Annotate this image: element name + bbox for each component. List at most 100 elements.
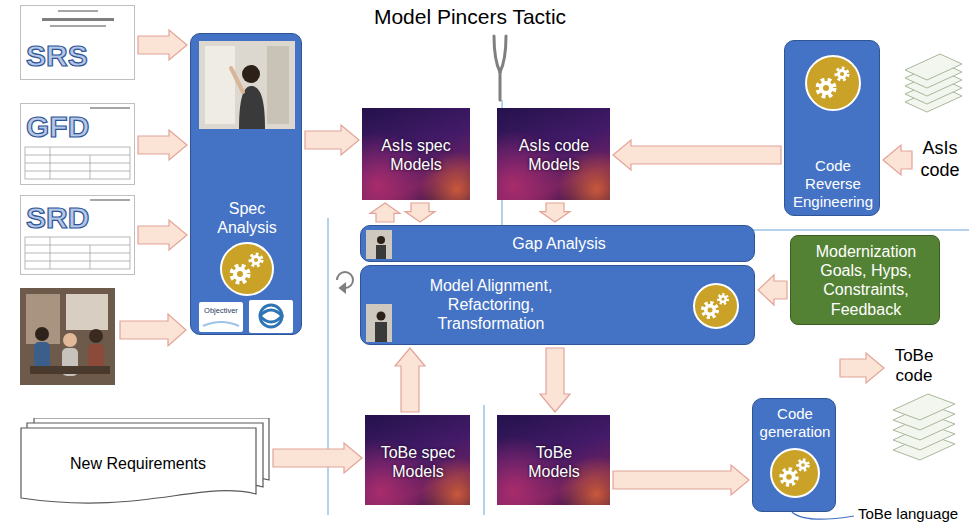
paper-sheet [893,394,955,420]
node-text: AsIs code Models [508,136,600,174]
paper-stack [893,394,955,460]
photo-window [66,294,108,330]
block-arrow [395,348,425,412]
gear-badge [806,56,860,110]
objectiver-swoosh [203,322,239,326]
node-text: SRD [26,200,126,236]
block-arrow [883,145,912,175]
paper-stack [905,54,962,112]
label-holder: AsIs code [914,138,966,181]
meeting-photo [20,288,115,385]
photo-person [376,245,386,259]
block-arrow [138,30,187,60]
gear-badge [694,284,738,328]
photo-arm [231,68,243,92]
code-label: ToBe code [886,346,942,387]
block-arrow [120,314,186,346]
photo-person [377,236,385,244]
node-text: Modernization Goals, Hyps, Constraints, … [796,242,936,319]
block-arrow [138,130,187,160]
gear-icon [703,303,717,317]
photo-ground [20,288,115,385]
node-text: Gap Analysis [409,234,709,253]
model-alignment-art [361,266,756,346]
pincer-arm [500,36,506,72]
block-arrow [138,220,187,250]
document-icon: GFD [20,103,135,185]
language-label: ToBe language [858,505,966,523]
gear-icon [818,80,834,96]
photo-ground [199,41,295,129]
node-text: Code generation [755,405,835,441]
block-arrow [840,353,884,383]
node-text: GFD [26,109,126,145]
page-border [21,6,135,80]
block-arrow [370,203,400,222]
process-box: Code Reverse Engineering [784,40,880,216]
objectiver-logo [199,302,243,332]
photo-person [242,65,260,83]
document-sheet [21,428,256,503]
cycle-icon [337,272,353,292]
photo-person [63,333,77,347]
node-text: Code Reverse Engineering [788,157,878,211]
block-arrow [613,140,781,170]
gear-badge [771,449,819,497]
gear-icon [232,266,248,282]
page-table [25,147,130,179]
block-arrow [540,203,570,222]
page-border [21,196,135,275]
gear-icon [719,295,728,304]
page-table [25,237,130,269]
photo-person [89,329,103,343]
gear-icon [251,255,262,266]
node-text: ToBe spec Models [372,443,464,481]
document-icon: SRS [20,5,135,80]
tool-logo [249,300,293,333]
code-label: AsIs code [914,138,966,181]
process-box: Gap Analysis [360,225,755,262]
node-text: Model Alignment, Refactoring, Transforma… [426,276,556,334]
gear-icon [782,470,797,485]
photo-person [377,312,386,321]
block-arrow [305,125,359,155]
page-line [90,199,130,201]
model-box: ToBe spec Models [365,415,470,505]
photo-person [375,322,387,342]
goal-box: Modernization Goals, Hyps, Constraints, … [790,235,940,325]
block-arrow [405,203,435,222]
pincer-icon [494,36,506,100]
photo-person [35,327,49,341]
node-text: New Requirements [38,454,238,473]
cycle-head [340,284,345,292]
gear-badge [221,243,273,295]
process-box: Model Alignment, Refactoring, Transforma… [360,265,755,345]
node-text: Spec Analysis [204,199,290,237]
pincer-arm [494,36,500,72]
guide-line [327,218,329,515]
gear-icon [837,69,848,80]
model-box: AsIs code Models [497,108,610,200]
gear-icon [798,460,808,470]
leader-line [792,512,854,519]
logo-text: Objectiver [198,306,244,315]
page-line [90,107,130,109]
page-line [58,10,98,12]
process-box: Code generation [752,398,836,512]
photo-window [205,46,235,124]
photo-ground [366,230,392,259]
guide-line [483,405,485,515]
block-arrow [758,275,787,305]
block-arrow [540,348,570,412]
block-arrow [613,465,749,495]
process-box: Spec Analysis [190,33,302,335]
photo-table [30,366,110,374]
document-stack: New Requirements [20,418,270,510]
pincer-handle [499,72,502,100]
model-box: ToBe Models [497,415,610,505]
photo-window [26,294,60,344]
paper-sheet [905,54,962,80]
diagram-title: Model Pincers Tactic [330,4,610,29]
node-text: ToBe Models [508,443,600,481]
